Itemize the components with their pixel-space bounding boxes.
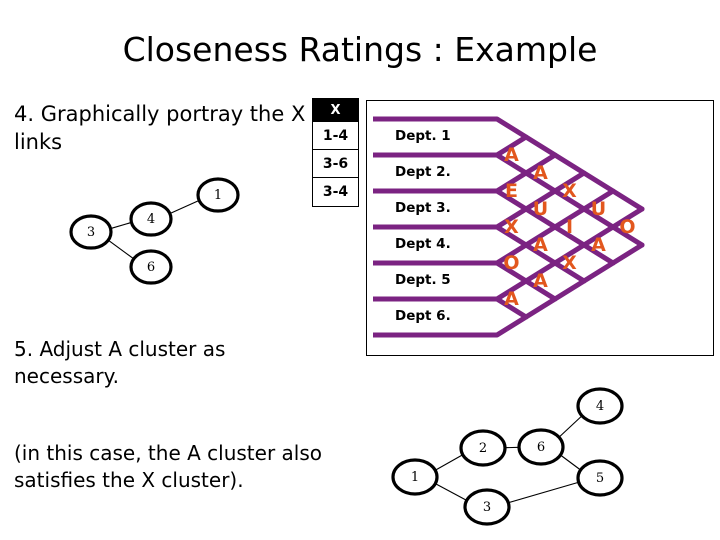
a-cluster-graph-node-circle-1 bbox=[391, 458, 439, 496]
rel-diagonal-up-3 bbox=[494, 170, 587, 230]
a-cluster-graph-node-1[interactable]: 1 bbox=[391, 458, 439, 496]
rel-rating-2-3: E bbox=[505, 180, 518, 202]
a-cluster-graph-node-label-1: 1 bbox=[411, 470, 419, 485]
a-cluster-graph-node-2[interactable]: 2 bbox=[459, 429, 507, 467]
x-links-graph-node-4[interactable]: 4 bbox=[129, 201, 173, 237]
dept-label-3: Dept 3. bbox=[395, 200, 451, 216]
step-5-note-text: (in this case, the A cluster also satisf… bbox=[14, 441, 322, 492]
rel-diagonal-up-6 bbox=[494, 242, 645, 338]
rel-rating-2-5: I bbox=[565, 216, 574, 238]
a-cluster-graph-edge-6-5 bbox=[559, 454, 582, 471]
x-links-graph-node-circle-6 bbox=[129, 249, 173, 285]
x-links-graph-node-1[interactable]: 1 bbox=[196, 177, 240, 213]
rel-rating-4-6: A bbox=[533, 270, 548, 292]
x-links-graph-edge-4-1 bbox=[169, 199, 200, 215]
a-cluster-graph-node-circle-2 bbox=[459, 429, 507, 467]
x-links-graph-node-label-6: 6 bbox=[147, 260, 155, 275]
x-table-row-0: 1-4 bbox=[313, 122, 358, 150]
x-links-graph-edge-3-4 bbox=[110, 221, 132, 230]
x-links-graph-edge-3-6 bbox=[107, 239, 135, 260]
step-4-text: 4. Graphically portray the X links bbox=[14, 102, 306, 154]
a-cluster-graph-edge-6-4 bbox=[558, 415, 583, 438]
dept-label-1: Dept. 1 bbox=[395, 128, 451, 144]
x-links-graph-node-label-3: 3 bbox=[87, 225, 95, 240]
rel-diagonal-up-1 bbox=[494, 134, 529, 158]
a-cluster-graph-edge-1-2 bbox=[434, 454, 464, 471]
x-links-graph-node-6[interactable]: 6 bbox=[129, 249, 173, 285]
a-cluster-graph-node-circle-6 bbox=[517, 428, 565, 466]
rel-diagonal-down-5 bbox=[494, 296, 529, 320]
a-cluster-graph-node-label-2: 2 bbox=[479, 441, 487, 456]
dept-label-2: Dept 2. bbox=[395, 164, 451, 180]
rel-rating-3-4: X bbox=[504, 216, 519, 238]
rel-rating-3-5: A bbox=[533, 234, 548, 256]
dept-label-6: Dept 6. bbox=[395, 308, 451, 324]
x-links-graph-node-circle-4 bbox=[129, 201, 173, 237]
x-table-row-2: 3-4 bbox=[313, 178, 358, 206]
x-links-graph-node-circle-1 bbox=[196, 177, 240, 213]
rel-diagonal-down-1 bbox=[494, 152, 645, 248]
rel-diagonal-up-2 bbox=[494, 152, 558, 194]
x-table-header: X bbox=[313, 99, 358, 122]
a-cluster-graph-edge-3-5 bbox=[507, 481, 580, 504]
rel-rating-2-4: U bbox=[532, 198, 549, 220]
a-cluster-graph-node-label-6: 6 bbox=[537, 440, 545, 455]
rel-rating-4-5: O bbox=[503, 252, 520, 274]
x-links-graph-node-label-4: 4 bbox=[147, 212, 155, 227]
step-5-text: 5. Adjust A cluster as necessary. bbox=[14, 337, 226, 388]
dept-label-4: Dept 4. bbox=[395, 236, 451, 252]
a-cluster-graph-node-5[interactable]: 5 bbox=[576, 459, 624, 497]
rel-rating-2-6: A bbox=[591, 234, 606, 256]
rel-rating-1-6: O bbox=[619, 216, 636, 238]
rel-chart-lines bbox=[373, 116, 645, 338]
a-cluster-graph-node-label-3: 3 bbox=[483, 500, 491, 515]
rel-chart-box: Dept. 1 Dept 2. Dept 3. Dept 4. Dept. 5 Dept … bbox=[366, 100, 714, 356]
x-links-graph-node-circle-3 bbox=[69, 214, 113, 250]
a-cluster-graph-node-3[interactable]: 3 bbox=[463, 488, 511, 526]
a-cluster-graph-node-label-4: 4 bbox=[596, 399, 604, 414]
x-links-graph-node-label-1: 1 bbox=[214, 188, 222, 203]
dept-label-5: Dept. 5 bbox=[395, 272, 451, 288]
x-links-graph-node-3[interactable]: 3 bbox=[69, 214, 113, 250]
rel-rating-1-2: A bbox=[504, 144, 519, 166]
rel-rating-1-5: U bbox=[590, 198, 607, 220]
x-table-row-1: 3-6 bbox=[313, 150, 358, 178]
a-cluster-graph-node-6[interactable]: 6 bbox=[517, 428, 565, 466]
a-cluster-graph-node-circle-4 bbox=[576, 387, 624, 425]
rel-diagonal-down-3 bbox=[494, 224, 587, 284]
x-links-table: X 1-4 3-6 3-4 bbox=[312, 98, 359, 207]
a-cluster-graph-node-4[interactable]: 4 bbox=[576, 387, 624, 425]
rel-diagonal-down-0 bbox=[494, 116, 645, 212]
a-cluster-graph-node-label-5: 5 bbox=[596, 471, 604, 486]
rel-rating-3-6: X bbox=[562, 252, 577, 274]
rel-diagonal-up-4 bbox=[494, 188, 616, 266]
rel-rating-1-4: X bbox=[562, 180, 577, 202]
a-cluster-graph-node-circle-3 bbox=[463, 488, 511, 526]
page-title: Closeness Ratings : Example bbox=[122, 30, 598, 69]
x-links-node-graph: 3 4 1 6 bbox=[69, 177, 240, 285]
rel-rating-1-3: A bbox=[533, 162, 548, 184]
a-cluster-node-graph: 1 2 3 4 5 6 bbox=[391, 387, 624, 526]
a-cluster-graph-edge-1-3 bbox=[434, 482, 468, 502]
a-cluster-graph-node-circle-5 bbox=[576, 459, 624, 497]
rel-diagonal-up-5 bbox=[494, 206, 645, 302]
rel-rating-5-6: A bbox=[504, 288, 519, 310]
